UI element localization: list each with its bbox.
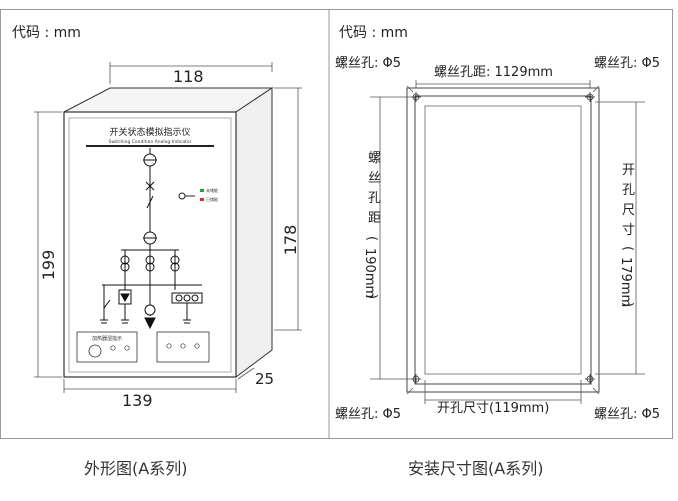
status-lamp-3 <box>194 343 200 349</box>
svg-text:距: 距 <box>368 211 381 226</box>
screw-pitch-v: 螺 丝 孔 距 ( 190mm ) <box>362 151 381 299</box>
caption-left: 外形图(A系列) <box>84 459 188 478</box>
svg-text:寸: 寸 <box>622 223 635 238</box>
svg-text:孔: 孔 <box>368 191 381 206</box>
cutout-v: 开 孔 尺 寸 ( 179mm ) <box>618 163 635 307</box>
heater-lamp-2 <box>124 345 130 351</box>
cutout-h: 开孔尺寸(119mm) <box>437 401 549 416</box>
dim-bottom-width: 139 <box>122 391 153 410</box>
screw-hole-label-bl: 螺丝孔: Φ5 <box>335 407 401 422</box>
status-subpanel <box>156 331 210 363</box>
screw-hole-label-br: 螺丝孔: Φ5 <box>594 407 660 422</box>
outer-frame <box>0 9 673 439</box>
mounting-plate <box>406 87 600 393</box>
svg-text:): ) <box>364 294 379 299</box>
device-title-en: Switching Condition Analog Indicator <box>108 139 191 145</box>
screw-holes <box>411 92 595 384</box>
svg-text:179mm: 179mm <box>618 257 633 307</box>
dim-height-right: 178 <box>281 225 300 256</box>
legend-stored: 未储能 <box>206 187 218 193</box>
status-lamp-2 <box>180 343 186 349</box>
heater-subpanel <box>76 331 138 363</box>
heater-lamp-1 <box>110 345 116 351</box>
key-switch-icon <box>178 192 195 200</box>
legend-green-dot <box>200 189 204 192</box>
screw-pitch-h: 螺丝孔距: 1129mm <box>434 65 553 80</box>
svg-text:尺: 尺 <box>622 203 635 218</box>
screw-hole-label-tl: 螺丝孔: Φ5 <box>335 56 401 71</box>
caption-right: 安装尺寸图(A系列) <box>408 459 544 478</box>
svg-text:): ) <box>620 302 635 307</box>
dim-height-left: 199 <box>39 250 58 281</box>
panel-cutout-inner <box>424 105 582 375</box>
svg-text:螺: 螺 <box>368 151 381 166</box>
svg-text:(: ( <box>620 246 635 251</box>
device-title-cn: 开关状态模拟指示仪 <box>109 126 190 138</box>
mimic-diagram <box>100 148 203 330</box>
dim-top-width: 118 <box>173 67 204 86</box>
device-side-face <box>235 87 273 378</box>
svg-text:190mm: 190mm <box>362 248 377 298</box>
svg-text:丝: 丝 <box>368 171 381 186</box>
right-unit-label: 代码 : mm <box>339 25 408 41</box>
legend-released: 已储能 <box>206 196 218 202</box>
left-unit-label: 代码 : mm <box>12 25 81 41</box>
heater-subpanel-title: 加热器湿指示 <box>92 335 122 342</box>
heater-knob <box>88 344 102 358</box>
dim-depth: 25 <box>255 370 274 388</box>
device-inner-bezel <box>68 117 232 373</box>
legend-red-dot <box>200 198 204 201</box>
screw-hole-label-tr: 螺丝孔: Φ5 <box>594 56 660 71</box>
panel-cutout-outer <box>414 95 592 385</box>
status-lamp-1 <box>166 343 172 349</box>
svg-text:孔: 孔 <box>622 183 635 198</box>
svg-text:(: ( <box>364 236 379 241</box>
dim-line-depth <box>237 367 255 380</box>
svg-text:开: 开 <box>622 163 635 178</box>
